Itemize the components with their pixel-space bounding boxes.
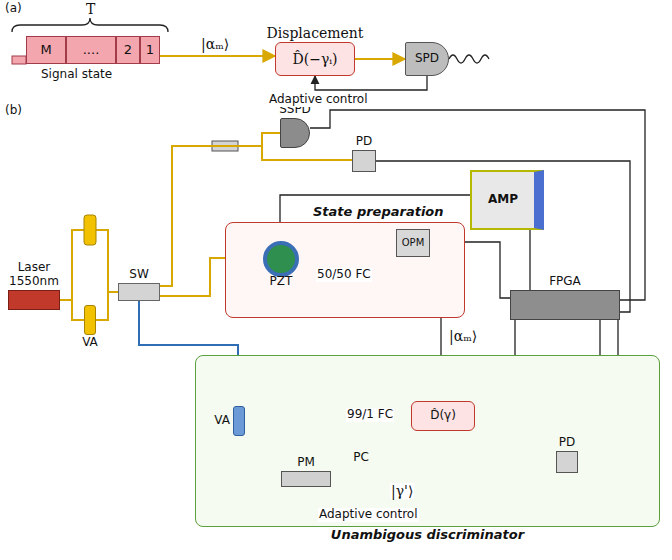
- detector: SSPD: [280, 118, 310, 148]
- fpga-board: FPGA: [510, 290, 620, 320]
- photodiode: PD: [556, 451, 578, 473]
- period-brace: [12, 18, 168, 32]
- node-text: PD: [356, 135, 372, 149]
- amplifier: AMP: [470, 170, 544, 230]
- power-meter: OPM: [396, 229, 430, 257]
- optical-fiber: [60, 300, 84, 320]
- edge-label: Adaptive control: [318, 508, 419, 522]
- node-text: SW: [129, 268, 148, 282]
- phase-modulator: PM: [281, 471, 331, 487]
- node-text: VA: [82, 336, 98, 350]
- node-text: Unambigous discriminator: [331, 528, 524, 543]
- signal-wire: [310, 110, 645, 300]
- node-text: State preparation: [313, 205, 444, 220]
- panel-label: (b): [4, 104, 23, 118]
- optical-fiber: [96, 292, 118, 320]
- node-text: PZT: [270, 275, 293, 289]
- detector: SPD: [405, 42, 449, 76]
- node-text: D̂(γ): [430, 409, 456, 423]
- attenuator: VA: [84, 305, 96, 335]
- region-panel: Unambigous discriminatorD̂(γ)PMPCPDVA: [195, 355, 660, 527]
- node-text: AMP: [488, 193, 518, 207]
- displacement-box: DisplacementD̂(−γᵢ): [275, 42, 355, 76]
- node-text: D̂(−γᵢ): [292, 51, 337, 67]
- edge-label: Adaptive control: [268, 93, 369, 107]
- optical-fiber: [355, 58, 405, 60]
- click-signal: [449, 55, 489, 63]
- edge-label: |γ'⟩: [390, 483, 414, 499]
- polarization-controller: PC: [341, 467, 381, 491]
- node-text: PM: [297, 456, 315, 470]
- piezo-stretcher: PZT: [263, 241, 299, 277]
- attenuator: [84, 215, 96, 245]
- node-text: VA: [214, 414, 230, 428]
- laser-source: Laser 1550nm: [8, 290, 60, 310]
- optical-fiber: [160, 55, 275, 57]
- pulse-box: 1: [140, 36, 160, 64]
- node-text: SPD: [415, 52, 439, 66]
- edge-label: |αₘ⟩: [448, 328, 478, 344]
- pulse-box: M: [26, 36, 66, 64]
- node-text: OPM: [402, 237, 425, 249]
- part-label: 50/50 FC: [316, 268, 372, 282]
- node-text: Laser 1550nm: [4, 261, 64, 289]
- node-text: M: [40, 43, 51, 58]
- edge-label: |αₘ⟩: [200, 36, 230, 52]
- node-text: PD: [559, 436, 575, 450]
- pulse-box: ....: [66, 36, 116, 64]
- optical-switch: SW: [118, 283, 160, 301]
- node-text: 2: [124, 43, 132, 58]
- heading-text: Displacement: [266, 25, 363, 41]
- panel-label: (a): [4, 2, 23, 16]
- group-label: Signal state: [40, 68, 113, 82]
- period-label: T: [85, 1, 96, 17]
- pulse-tail: [12, 56, 26, 64]
- photodiode: PD: [352, 150, 376, 172]
- node-text: ....: [83, 43, 100, 58]
- node-text: PC: [353, 451, 369, 465]
- signal-wire: [529, 230, 530, 290]
- displacement-box: D̂(γ): [411, 401, 475, 431]
- node-text: FPGA: [549, 275, 581, 289]
- attenuator: VA: [233, 406, 245, 436]
- node-text: 1: [146, 43, 154, 58]
- part-label: 99/1 FC: [346, 408, 394, 422]
- signal-wire: [315, 76, 427, 90]
- pulse-box: 2: [116, 36, 140, 64]
